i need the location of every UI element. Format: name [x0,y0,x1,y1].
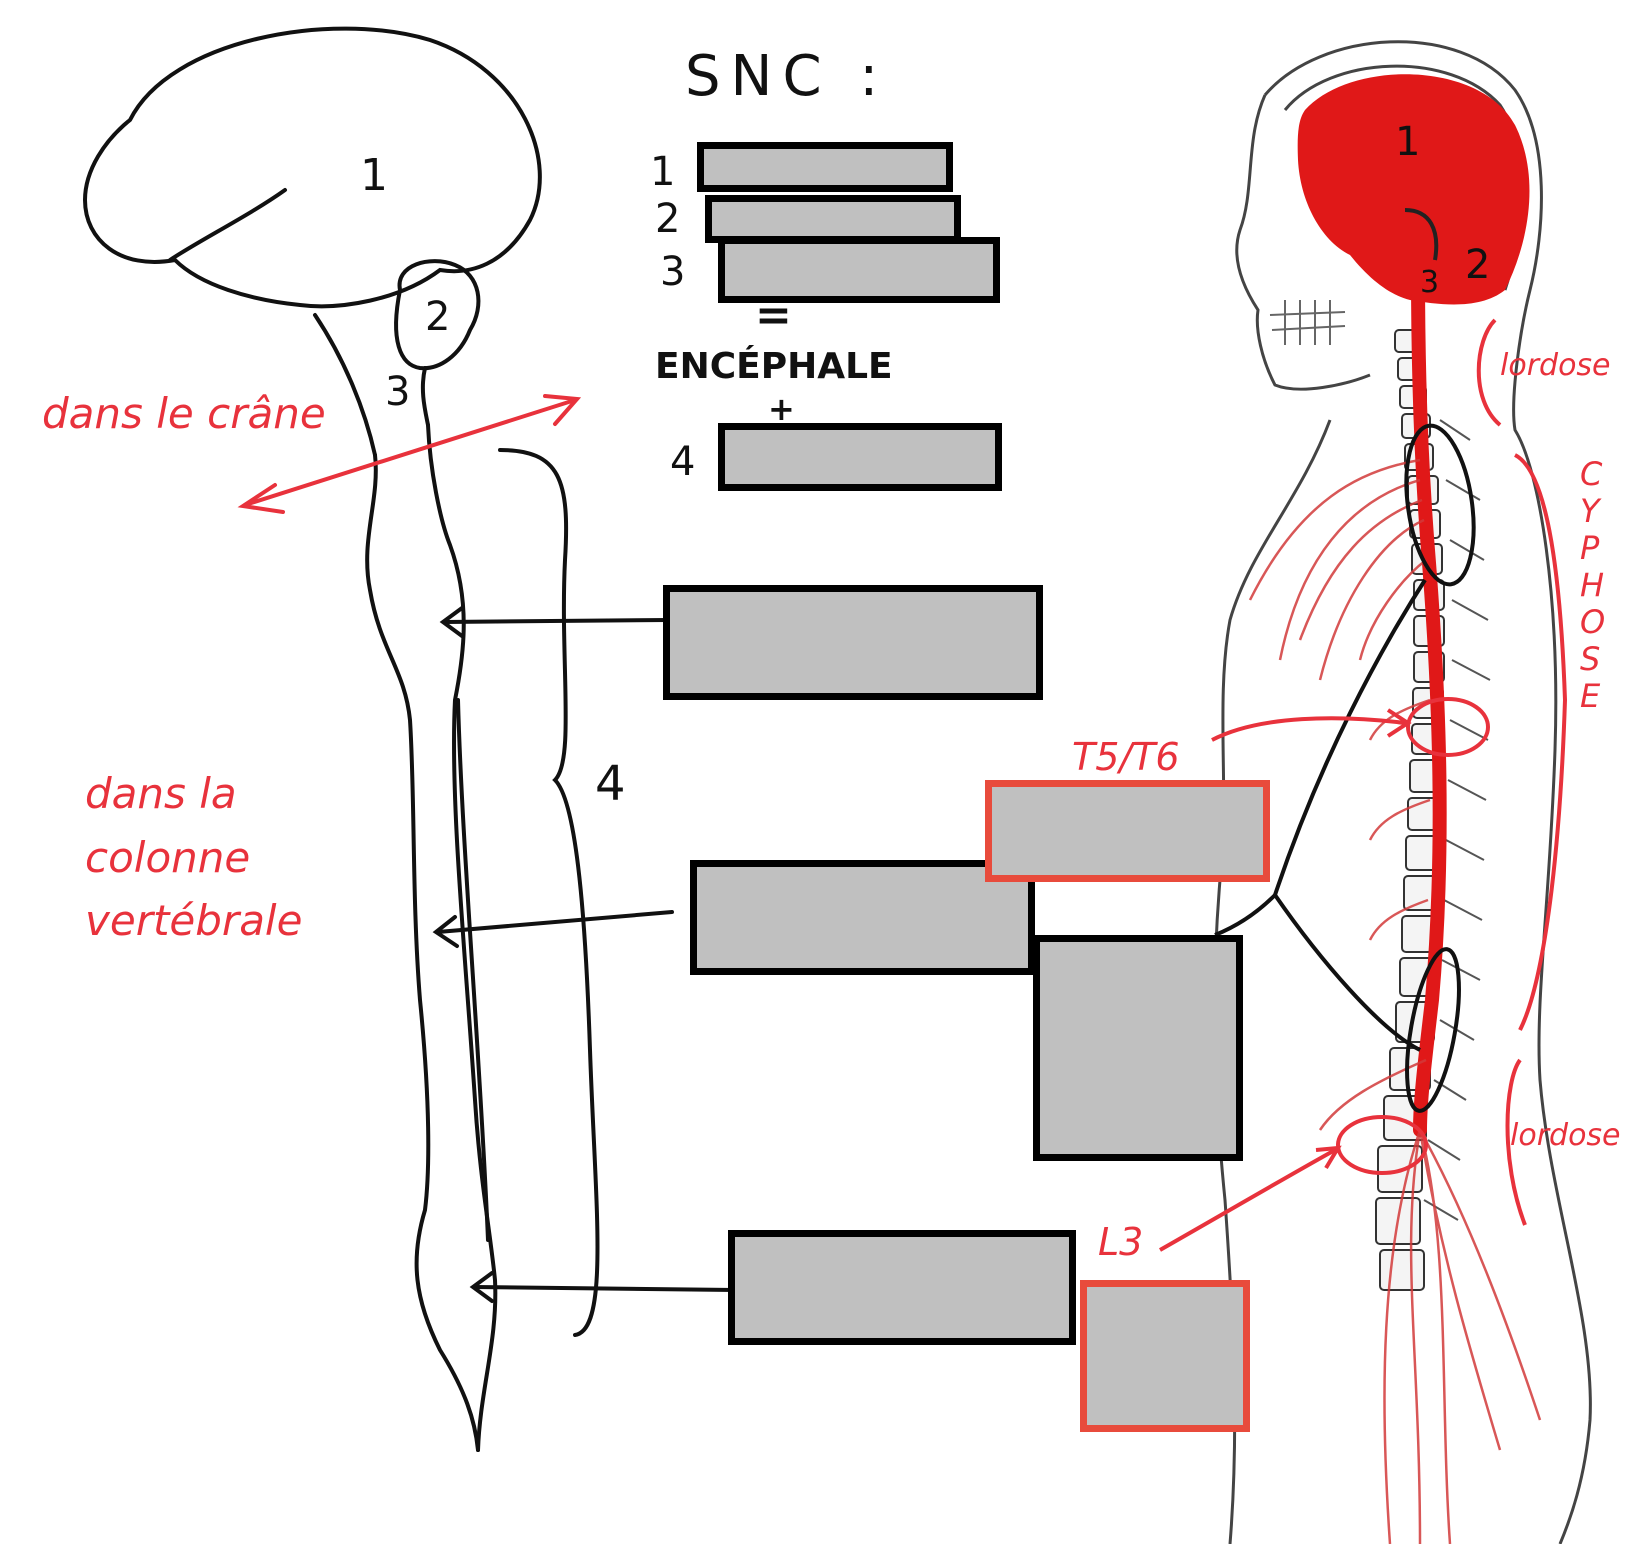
arrow-cervical [443,618,670,624]
center-label-1: 1 [650,149,675,195]
left-label-1: 1 [360,150,388,201]
answer-box-right-large[interactable] [1033,935,1243,1161]
spinal-cord-right-wall [426,423,498,1452]
note-colonne-line3: vertébrale [85,896,302,945]
lordose-bottom-label: lordose [1510,1118,1621,1153]
arrow-lumbar-head [469,1271,494,1303]
spinal-nerves [1248,458,1542,1545]
head-silhouette [1263,40,1592,1545]
lumbar-enlargement-oval [1405,947,1461,1113]
right-figure [1159,40,1592,1545]
answer-box-2[interactable] [705,195,961,243]
spinal-cord-left-wall [365,453,480,1452]
answer-box-3[interactable] [718,237,1000,303]
cyphose-label: C Y P H O S E [1580,455,1605,715]
brain-red [1297,74,1530,305]
left-label-2: 2 [425,294,450,340]
note-colonne-line1: dans la [85,769,237,818]
cyphose-letter: C [1580,455,1603,493]
encephale-label: ENCÉPHALE [655,345,893,387]
t5-t6-label: T5/T6 [1072,735,1180,779]
right-label-1: 1 [1395,119,1420,165]
face-profile [1235,94,1371,391]
center-label-3: 3 [660,249,685,295]
lordose-bracket-bottom [1505,1058,1527,1226]
lordose-top-label: lordose [1500,348,1611,383]
cyphose-letter: Y [1580,492,1602,530]
center-label-4: 4 [670,439,695,485]
center-plus: + [768,390,795,428]
left-schematic [82,26,737,1452]
brainstem-right [420,366,430,427]
cyphose-letter: O [1580,603,1605,641]
left-label-4: 4 [595,756,626,812]
cerebrum-outline [82,26,542,309]
answer-box-thoracic[interactable] [690,860,1035,975]
spinal-cord-red [1411,263,1447,1137]
answer-box-cervical[interactable] [663,585,1043,700]
lordose-bracket-top [1476,318,1502,427]
cervical-enlargement-oval [1404,423,1476,587]
bracket-4 [498,448,600,1337]
answer-box-4[interactable] [718,423,1002,491]
cyphose-letter: E [1580,677,1601,715]
answer-box-1[interactable] [697,142,953,192]
right-label-3: 3 [1420,265,1439,300]
temporal-fissure [168,188,287,262]
l3-label: L3 [1098,1220,1143,1264]
center-label-2: 2 [655,196,680,242]
answer-box-lumbar[interactable] [728,1230,1076,1345]
right-label-2: 2 [1465,242,1490,288]
note-colonne-line2: colonne [85,833,250,882]
cerebellum-outline [394,259,481,371]
brainstem-left [313,313,377,457]
arrow-lumbar [473,1285,737,1292]
snc-title: SNC : [685,44,888,109]
spinal-inner-line [456,698,490,1242]
answer-box-l3[interactable] [1080,1280,1250,1432]
boundary-arrow [237,394,582,514]
cyphose-letter: S [1580,640,1600,678]
cyphose-letter: H [1580,566,1604,604]
l3-oval [1336,1115,1428,1175]
arrow-cervical-head [439,606,464,638]
t5-t6-oval [1406,697,1490,757]
arrow-thoracic-head [432,915,459,948]
cyphose-letter: P [1580,529,1600,567]
cyphose-bracket [1513,453,1568,1031]
answer-box-t5-t6[interactable] [985,780,1270,882]
left-label-3: 3 [385,369,410,415]
note-crane: dans le crâne [42,389,326,438]
arrow-thoracic [436,910,674,934]
